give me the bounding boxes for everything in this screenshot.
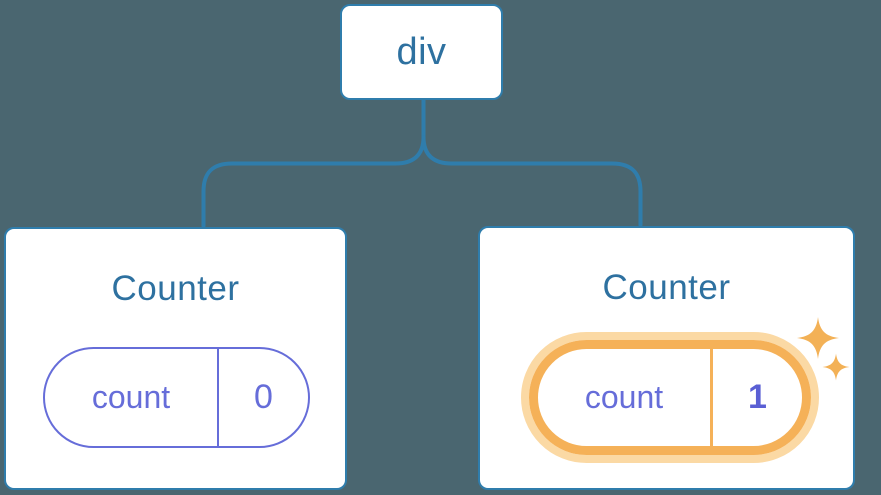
state-value-label: 0 (254, 378, 273, 416)
state-key-label: count (584, 379, 664, 415)
state-pill-left: count 0 (43, 347, 310, 448)
root-node-div: div (340, 4, 503, 100)
state-value-label: 1 (748, 378, 767, 416)
state-key-label: count (91, 379, 171, 415)
counter-title: Counter (602, 268, 731, 307)
state-key-cell: count (45, 349, 217, 446)
state-key-cell: count (538, 349, 710, 446)
counter-title: Counter (111, 269, 240, 308)
state-value-cell: 0 (219, 349, 308, 446)
state-pill-divider (217, 349, 219, 446)
state-pill-divider (710, 349, 713, 446)
state-value-cell: 1 (713, 349, 802, 446)
state-pill-highlight-ring: count 1 (529, 340, 811, 455)
root-node-label: div (396, 30, 447, 73)
state-pill-right-highlighted: count 1 (521, 332, 819, 463)
